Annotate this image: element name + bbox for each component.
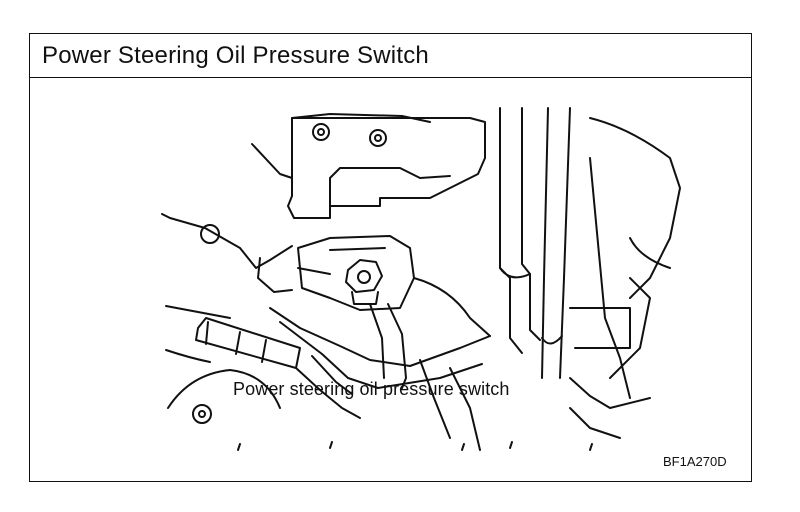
- figure-header: Power Steering Oil Pressure Switch: [30, 34, 751, 78]
- bolt-icon: [369, 129, 387, 147]
- pulley-icon: [167, 369, 281, 424]
- connector-icon: [195, 317, 301, 369]
- callout-label: Power steering oil pressure switch: [233, 379, 510, 399]
- figure-frame: Power Steering Oil Pressure Switch: [29, 33, 752, 482]
- bolt-icon: [312, 123, 330, 141]
- pressure-switch-hex-nut-icon: [345, 259, 383, 305]
- figure-title: Power Steering Oil Pressure Switch: [42, 42, 429, 69]
- figure-code: BF1A270D: [663, 454, 727, 469]
- engine-illustration: [161, 107, 681, 451]
